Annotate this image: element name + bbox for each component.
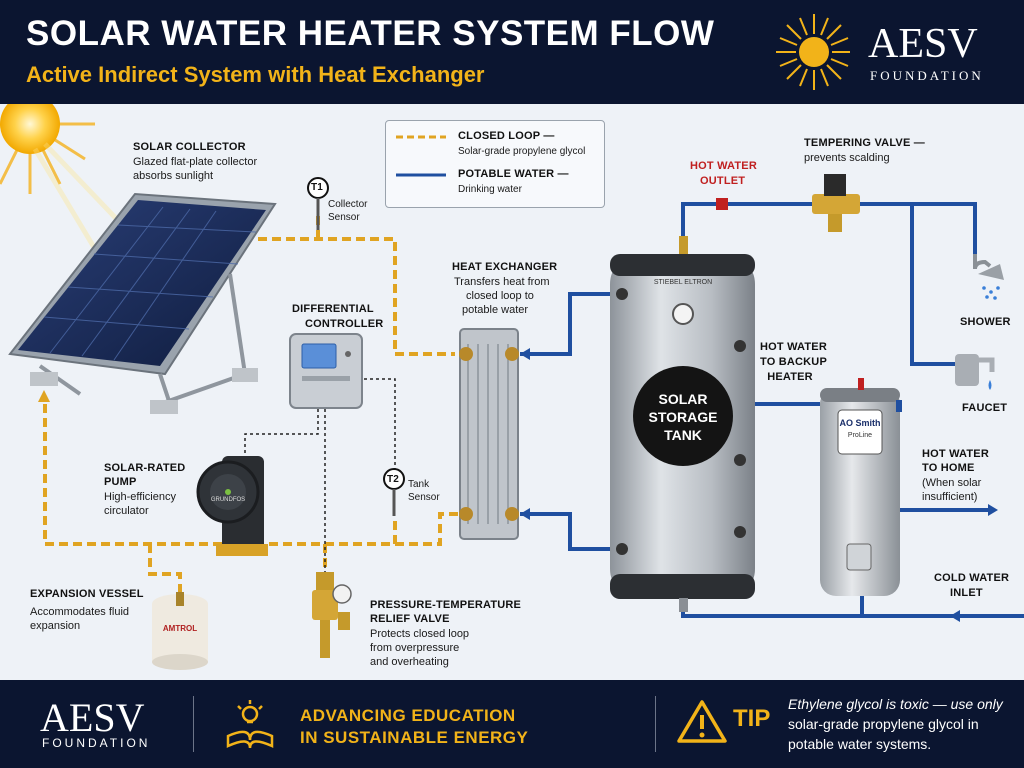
- backup-label-2: TO BACKUP: [760, 356, 827, 368]
- pump-title-2: PUMP: [104, 476, 137, 488]
- legend-closed-loop-desc: Solar-grade propylene glycol: [458, 146, 586, 157]
- page-title: SOLAR WATER HEATER SYSTEM FLOW: [26, 14, 715, 53]
- cold-inlet-label-1: COLD WATER: [934, 572, 1010, 584]
- tank-sensor-t2: [383, 468, 405, 516]
- pump-desc-1: High-efficiency: [104, 491, 176, 503]
- legend: CLOSED LOOP — Solar-grade propylene glyc…: [385, 120, 605, 208]
- heat-exchanger-desc-3: potable water: [462, 304, 529, 316]
- hot-outlet-label-2: OUTLET: [700, 175, 746, 187]
- diagram-graphics: [0, 104, 1024, 670]
- diagram-area: CLOSED LOOP — Solar-grade propylene glyc…: [0, 104, 1024, 680]
- heat-exchanger: [459, 328, 519, 540]
- solar-collector-desc-2: absorbs sunlight: [133, 170, 214, 182]
- expansion-vessel-desc-2: expansion: [30, 620, 81, 632]
- faucet-icon: [955, 354, 995, 390]
- footer-mission-1: ADVANCING EDUCATION: [300, 706, 516, 725]
- pump-brand: GRUNDFOS: [210, 497, 246, 503]
- header-bar: SOLAR WATER HEATER SYSTEM FLOW Active In…: [0, 0, 1024, 104]
- flow-arrow-icon: [520, 508, 530, 520]
- to-home-desc-2: insufficient): [922, 491, 978, 503]
- pressure-relief-valve: [312, 572, 352, 658]
- potable-water-pipes: [520, 202, 1024, 618]
- tip-text-1: Ethylene glycol is toxic — use only: [788, 696, 1003, 712]
- footer-bar: AESV FOUNDATION ADVANCING EDUCATION IN S…: [0, 680, 1024, 768]
- controller-label-1: DIFFERENTIAL: [292, 303, 374, 315]
- backup-water-heater: [820, 378, 902, 596]
- collector-sensor-t1: [307, 177, 329, 230]
- footer-mission-2: IN SUSTAINABLE ENERGY: [300, 728, 529, 747]
- relief-valve-title-1: PRESSURE-TEMPERATURE: [370, 599, 522, 611]
- vessel-brand: AMTROL: [162, 624, 198, 633]
- pump-title-1: SOLAR-RATED: [104, 462, 186, 474]
- header-logo-sub: FOUNDATION: [870, 68, 984, 83]
- tempering-valve-desc: prevents scalding: [804, 152, 890, 164]
- tank-label-3: TANK: [664, 427, 702, 443]
- sensor-t1-desc-1: Collector: [328, 199, 368, 210]
- book-lamp-icon: [226, 700, 274, 749]
- sun-logo-icon: [776, 14, 850, 90]
- sensor-t1-badge: T1: [311, 182, 324, 193]
- tank-label-2: STORAGE: [648, 409, 718, 425]
- heat-exchanger-desc-1: Transfers heat from: [454, 276, 550, 288]
- footer-logo-sub: FOUNDATION: [42, 736, 151, 750]
- heat-exchanger-title: HEAT EXCHANGER: [452, 261, 558, 273]
- tank-brand: STIEBEL ELTRON: [653, 279, 713, 286]
- flow-arrow-icon: [38, 390, 50, 402]
- legend-swatches: [396, 135, 446, 177]
- expansion-vessel-desc-1: Accommodates fluid: [30, 606, 130, 618]
- relief-valve-desc-2: from overpressure: [370, 642, 460, 654]
- to-home-desc-1: (When solar: [922, 477, 982, 489]
- footer-logo-name: AESV: [40, 695, 145, 740]
- flow-arrow-icon: [988, 504, 998, 516]
- to-home-label-2: TO HOME: [922, 462, 975, 474]
- legend-potable-desc: Drinking water: [458, 184, 522, 195]
- flow-arrow-icon: [520, 348, 530, 360]
- solar-pump: [196, 456, 268, 556]
- backup-label-1: HOT WATER: [760, 341, 827, 353]
- shower-icon: [973, 254, 1004, 300]
- expansion-vessel-title: EXPANSION VESSEL: [30, 588, 144, 600]
- hot-outlet-fitting: [716, 198, 728, 210]
- cold-inlet-label-2: INLET: [950, 587, 983, 599]
- solar-storage-tank: [610, 236, 755, 612]
- tempering-valve: [812, 174, 860, 232]
- warning-icon: [677, 700, 727, 743]
- flow-arrow-icon: [950, 610, 960, 622]
- tempering-valve-title: TEMPERING VALVE —: [804, 137, 925, 149]
- sensor-t2-desc-1: Tank: [408, 479, 430, 490]
- solar-collector-title: SOLAR COLLECTOR: [133, 141, 246, 153]
- legend-potable-title: POTABLE WATER —: [458, 168, 569, 180]
- relief-valve-desc-1: Protects closed loop: [370, 628, 470, 640]
- sensor-t1-desc-2: Sensor: [328, 212, 360, 223]
- faucet-label: FAUCET: [962, 402, 1008, 414]
- footer-divider: [193, 696, 194, 752]
- sensor-t2-badge: T2: [387, 474, 400, 485]
- hot-outlet-label-1: HOT WATER: [690, 160, 757, 172]
- tip-text-2: solar-grade propylene glycol in: [788, 716, 979, 732]
- to-home-label-1: HOT WATER: [922, 448, 989, 460]
- backup-heater-brand-2: ProLine: [847, 432, 873, 439]
- differential-controller: [289, 333, 363, 409]
- relief-valve-desc-3: and overheating: [370, 656, 449, 668]
- page-subtitle: Active Indirect System with Heat Exchang…: [26, 62, 485, 87]
- controller-label-2: CONTROLLER: [305, 318, 384, 330]
- tip-text-3: potable water systems.: [788, 736, 932, 752]
- solar-collector-panel: [8, 192, 277, 414]
- sensor-t2-desc-2: Sensor: [408, 492, 440, 503]
- tip-label: TIP: [733, 705, 771, 732]
- pump-desc-2: circulator: [104, 505, 149, 517]
- legend-closed-loop-title: CLOSED LOOP —: [458, 130, 555, 142]
- backup-label-3: HEATER: [767, 371, 813, 383]
- backup-heater-brand-1: AO Smith: [839, 418, 881, 428]
- header-logo-name: AESV: [868, 21, 978, 67]
- header-logo: AESV FOUNDATION: [770, 6, 1010, 98]
- solar-collector-desc-1: Glazed flat-plate collector: [133, 156, 258, 168]
- shower-label: SHOWER: [960, 316, 1011, 328]
- relief-valve-title-2: RELIEF VALVE: [370, 613, 450, 625]
- heat-exchanger-desc-2: closed loop to: [466, 290, 534, 302]
- footer-divider-2: [655, 696, 656, 752]
- tank-label-1: SOLAR: [658, 391, 708, 407]
- expansion-vessel: [152, 592, 208, 670]
